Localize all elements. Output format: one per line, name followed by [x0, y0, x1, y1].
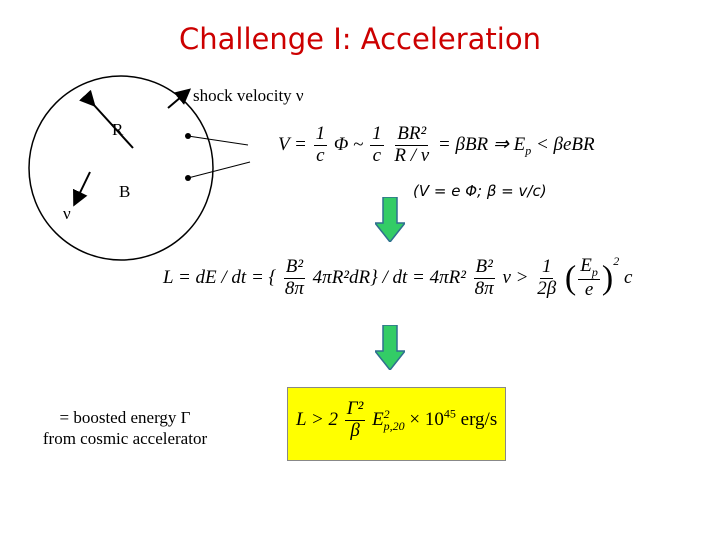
radius-line: [79, 89, 134, 149]
nu-label: ν: [63, 204, 71, 223]
slide-title: Challenge I: Acceleration: [179, 22, 541, 56]
nu-arrow: [73, 171, 91, 207]
radius-label: R: [112, 120, 124, 139]
shock-velocity-arrow: [167, 88, 192, 109]
boosted-energy-note: = boosted energy Γ from cosmic accelerat…: [42, 408, 208, 449]
shock-velocity-label: shock velocity ν: [193, 86, 304, 105]
result-box: [287, 387, 506, 461]
down-arrow-2: [375, 325, 405, 370]
field-label: B: [119, 182, 131, 201]
accelerator-circle: [28, 75, 214, 261]
relation-note: (V = e Φ; β = v/c): [413, 182, 547, 200]
down-arrow-1: [375, 197, 405, 242]
connector-top: [187, 135, 249, 146]
connector-bottom: [187, 161, 251, 179]
